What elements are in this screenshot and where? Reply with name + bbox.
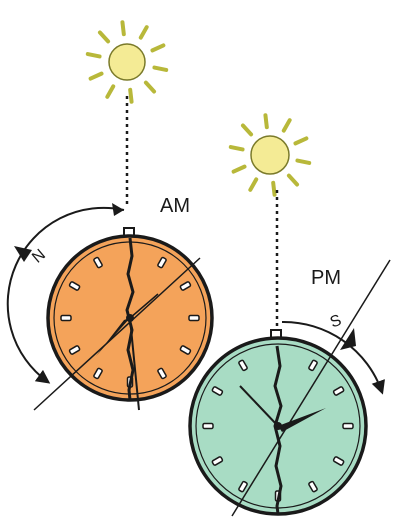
hour-marker	[189, 316, 199, 321]
sun-ray	[234, 167, 245, 172]
pm-watch	[190, 260, 390, 516]
hour-marker	[343, 424, 353, 429]
sun-ray	[243, 126, 251, 135]
sun-ray	[146, 83, 154, 92]
south-label: S	[328, 312, 344, 332]
sun-ray	[231, 147, 243, 149]
sun-ray	[154, 68, 166, 70]
sun-ray	[295, 138, 306, 143]
hour-marker	[203, 424, 213, 429]
sun-ray	[91, 74, 102, 79]
am-sun-icon	[88, 22, 166, 101]
sun-ray	[130, 90, 131, 102]
hour-marker	[61, 316, 71, 321]
sun-ray	[284, 120, 290, 130]
sun-ray	[273, 183, 274, 195]
sun-ray	[250, 179, 256, 189]
sun-ray	[289, 176, 297, 185]
sun-ray	[265, 115, 266, 127]
sun-ray	[88, 54, 100, 56]
sun-ray	[122, 22, 123, 34]
am-label: AM	[160, 195, 190, 217]
sun-ray	[297, 161, 309, 163]
am-watch	[34, 228, 212, 410]
north-label: N	[29, 246, 49, 266]
sun-ray	[152, 45, 163, 50]
sun-ray	[100, 33, 108, 42]
pm-sun-icon	[231, 115, 309, 194]
sun-ray	[107, 86, 113, 96]
sun-ray	[141, 27, 147, 37]
pm-label: PM	[311, 267, 341, 289]
